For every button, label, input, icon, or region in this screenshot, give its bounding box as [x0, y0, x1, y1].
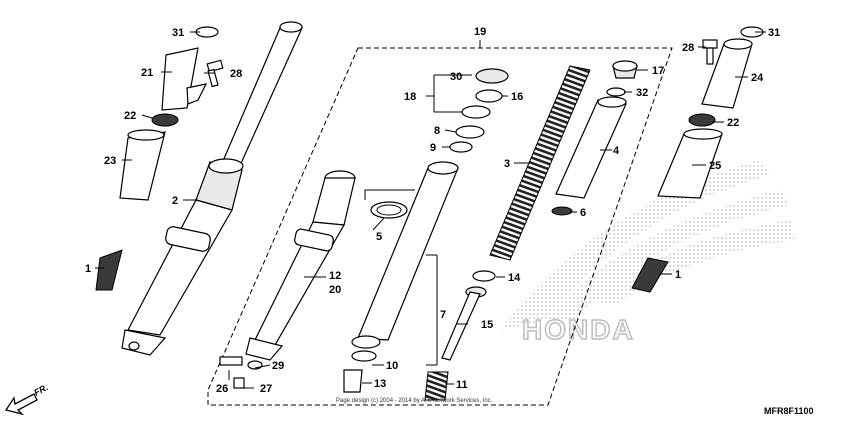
- washer-6: [551, 206, 573, 216]
- callout-27: 27: [260, 383, 272, 395]
- seal-5: [370, 201, 408, 219]
- bushing-10: [351, 350, 377, 362]
- spring-11: [424, 371, 449, 401]
- bracket-5: [364, 189, 415, 200]
- callout-15: 15: [481, 319, 493, 331]
- bolt-28-left: [206, 59, 224, 88]
- callout-31-right: 31: [768, 27, 780, 39]
- callout-6: 6: [580, 207, 586, 219]
- nut-22-right: [688, 113, 716, 127]
- callout-31-left: 31: [172, 27, 184, 39]
- nut-22-left: [151, 113, 179, 127]
- boot-1-right: [631, 257, 669, 293]
- diagram-code: MFR8F1100: [764, 406, 814, 416]
- callout-12: 12: [329, 270, 341, 282]
- ring-14: [472, 270, 496, 282]
- callout-19: 19: [474, 26, 486, 38]
- ring-32: [606, 87, 626, 97]
- callout-24: 24: [751, 72, 764, 84]
- callout-22-left: 22: [124, 110, 136, 122]
- callout-14: 14: [508, 272, 521, 284]
- direction-label: FR.: [32, 382, 49, 398]
- piece-13: [343, 369, 363, 393]
- callout-32: 32: [636, 87, 648, 99]
- callout-23: 23: [104, 155, 116, 167]
- watermark-text: HONDA: [522, 314, 635, 345]
- seal-8: [455, 125, 485, 139]
- bolt-27: [233, 377, 245, 389]
- spring-3: [489, 65, 591, 261]
- callout-26: 26: [216, 383, 228, 395]
- copyright-text: Page design (c) 2004 - 2014 by ARI Netwo…: [336, 398, 493, 404]
- slider-12-20: [245, 170, 356, 361]
- boot-1-left: [95, 249, 123, 291]
- callout-11: 11: [456, 379, 468, 391]
- callout-21: 21: [141, 67, 153, 79]
- callout-1-right: 1: [675, 269, 681, 281]
- callout-25: 25: [709, 160, 721, 172]
- cap-30: [475, 68, 509, 84]
- cover-23: [119, 131, 166, 201]
- callout-7: 7: [440, 309, 446, 321]
- callout-3: 3: [504, 158, 510, 170]
- callout-28-left: 28: [230, 68, 242, 80]
- callout-22-right: 22: [727, 117, 739, 129]
- left-fork-assembly: [121, 21, 303, 356]
- callout-8: 8: [434, 125, 440, 137]
- callout-labels: 31 21 28 22 23 2 1 19 30 18 16 8 9 3 4 6…: [85, 26, 780, 395]
- honda-wing-logo: HONDA: [500, 160, 795, 346]
- rod-15: [441, 291, 481, 361]
- callout-1-left: 1: [85, 263, 91, 275]
- callout-5: 5: [376, 231, 382, 243]
- direction-arrow: FR.: [4, 382, 50, 416]
- callout-9: 9: [430, 142, 436, 154]
- callout-4: 4: [613, 145, 620, 157]
- callout-30: 30: [450, 71, 462, 83]
- leader-lines: [95, 31, 766, 389]
- callout-16: 16: [511, 91, 523, 103]
- callout-17: 17: [652, 65, 664, 77]
- callout-29: 29: [272, 360, 284, 372]
- bolt-26: [219, 356, 243, 366]
- ring-9: [449, 141, 473, 153]
- callout-13: 13: [374, 378, 386, 390]
- cover-21-tab: [186, 83, 208, 105]
- callout-18: 18: [404, 91, 416, 103]
- callout-20: 20: [329, 284, 341, 296]
- callout-28-right: 28: [682, 42, 694, 54]
- oring-16: [475, 89, 503, 103]
- callout-2: 2: [172, 195, 178, 207]
- callout-10: 10: [386, 360, 398, 372]
